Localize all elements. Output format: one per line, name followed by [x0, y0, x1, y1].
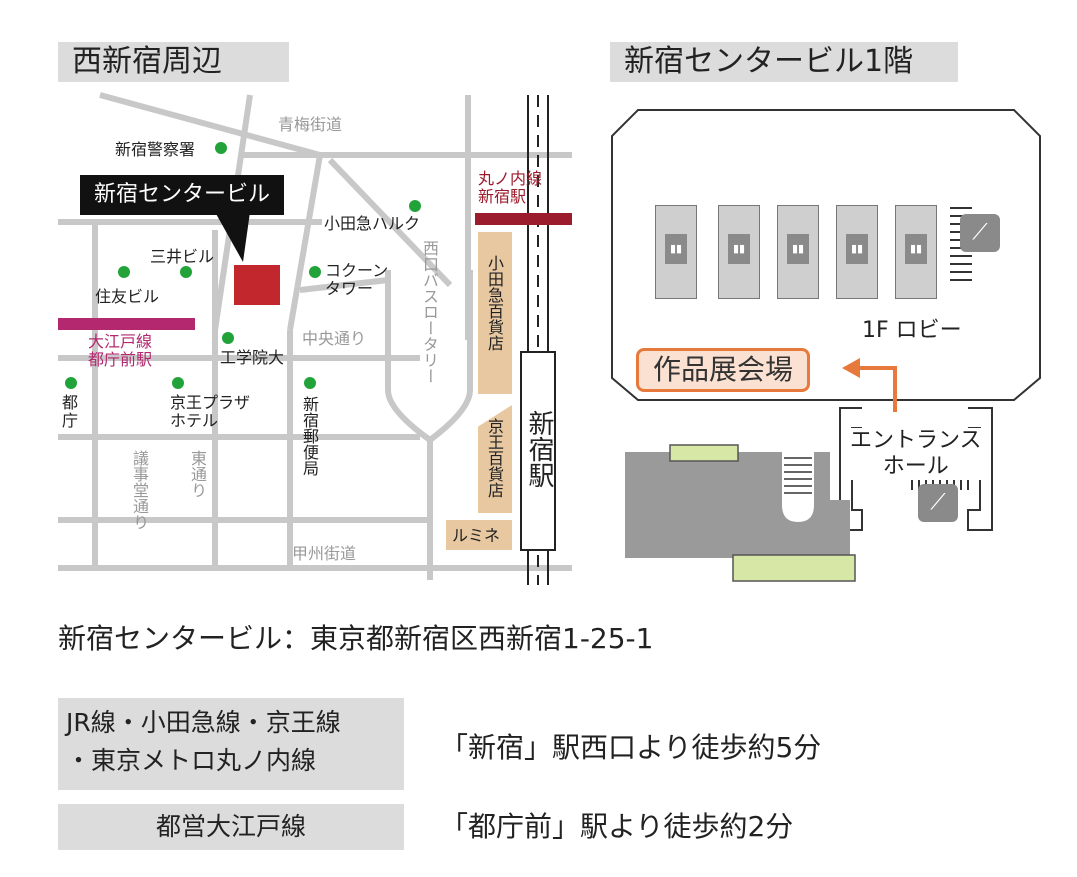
mitsui-label: 三井ビル — [150, 247, 215, 266]
sumitomo-dot — [118, 266, 130, 278]
chuo-dori-label: 中央通り — [302, 329, 367, 348]
elevator-icon: ▮▮ — [905, 234, 927, 264]
shinjuku-station-label: 新宿駅 — [524, 410, 554, 488]
sumitomo-label: 住友ビル — [95, 287, 160, 306]
right-map-title: 新宿センタービル1階 — [610, 42, 958, 82]
mitsui-dot — [180, 266, 192, 278]
koshu-kaido-label: 甲州街道 — [292, 544, 357, 563]
odakyu-dept-label: 小田急百貨店 — [485, 255, 504, 351]
tocho-label: 都 庁 — [62, 393, 79, 430]
left-map-title: 西新宿周辺 — [58, 42, 289, 82]
lumine-store — [446, 520, 512, 550]
marunouchi-label: 丸ノ内線 新宿駅 — [478, 169, 543, 206]
cocoon-dot — [309, 266, 321, 278]
halc-dot — [409, 200, 421, 212]
kogakuin-dot — [222, 332, 234, 344]
marunouchi-line-bar — [475, 213, 572, 225]
ome-kaido-label: 青梅街道 — [278, 115, 343, 134]
green-block-bottom — [732, 554, 856, 582]
odakyu-dept-store — [478, 232, 512, 394]
elevator-1: ▮▮ — [655, 205, 697, 299]
odakyu-halc-label: 小田急ハルク — [324, 214, 421, 233]
entrance-hall-label: エントランス ホール — [850, 428, 982, 480]
elevator-2: ▮▮ — [718, 205, 760, 299]
elevator-icon: ▮▮ — [787, 234, 809, 264]
lumine-label: ルミネ — [452, 526, 501, 545]
keio-plaza-label: 京王プラザ ホテル — [170, 393, 251, 430]
access-route-2: 「都庁前」駅より徒歩約2分 — [440, 810, 794, 843]
elevator-icon: ▮▮ — [846, 234, 868, 264]
access-line-2: 都営大江戸線 — [155, 812, 306, 841]
elevator-5: ▮▮ — [895, 205, 937, 299]
stair-area — [782, 452, 814, 522]
tocho-dot — [65, 377, 77, 389]
route-arrow-head — [842, 358, 860, 378]
stairs-lower — [784, 457, 812, 494]
route-arrow — [858, 366, 897, 412]
lower-building — [625, 452, 830, 558]
police-label: 新宿警察署 — [115, 140, 196, 159]
center-building-marker — [234, 265, 280, 305]
exhibition-venue: 作品展会場 — [636, 348, 811, 392]
escalator-icon: ⟋ — [918, 484, 958, 522]
lobby-label: 1F ロビー — [862, 318, 962, 343]
oedo-line-bar — [58, 318, 195, 330]
center-building-callout: 新宿センタービル — [80, 175, 285, 215]
escalator-icon: ⟋ — [960, 214, 1000, 252]
elevator-3: ▮▮ — [777, 205, 819, 299]
access-line-box-2: 都営大江戸線 — [58, 804, 404, 850]
nishiguchi-label: 西口バスロータリー — [420, 240, 439, 384]
elevator-icon: ▮▮ — [665, 234, 687, 264]
access-line-box-1: JR線・小田急線・京王線 ・東京メトロ丸ノ内線 — [58, 698, 404, 790]
oedo-label: 大江戸線 都庁前駅 — [88, 332, 153, 369]
elevator-icon: ▮▮ — [728, 234, 750, 264]
post-office-dot — [304, 377, 316, 389]
kogakuin-label: 工学院大 — [220, 348, 285, 367]
gijido-dori-label: 議事堂通り — [130, 450, 149, 530]
access-line-1: JR線・小田急線・京王線 ・東京メトロ丸ノ内線 — [66, 708, 341, 775]
post-office-label: 新宿郵便局 — [300, 396, 319, 476]
minor-road — [287, 154, 323, 331]
higashi-dori-label: 東通り — [188, 450, 207, 498]
access-route-1: 「新宿」駅西口より徒歩約5分 — [440, 731, 822, 764]
keio-plaza-dot — [172, 377, 184, 389]
elevator-4: ▮▮ — [836, 205, 878, 299]
callout-pointer — [215, 212, 250, 262]
green-block-top — [669, 444, 739, 462]
police-dot — [215, 142, 227, 154]
address-text: 新宿センタービル：東京都新宿区西新宿1-25-1 — [58, 622, 654, 655]
keio-dept-label: 京王百貨店 — [485, 418, 504, 498]
cocoon-label: コクーン タワー — [325, 261, 389, 298]
